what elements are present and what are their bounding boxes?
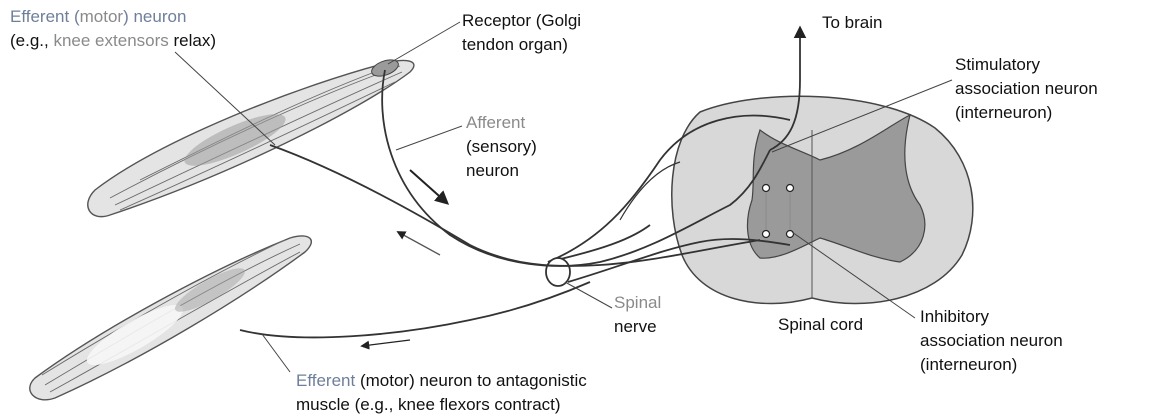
label-receptor-line2: tendon organ) xyxy=(462,35,568,54)
label-receptor-line1: Receptor (Golgi xyxy=(462,11,581,30)
label-to-brain: To brain xyxy=(822,13,882,32)
label-efferent-top-line2: (e.g., knee extensors relax) xyxy=(10,31,216,50)
upper-muscle xyxy=(88,57,414,217)
afferent-direction-arrow xyxy=(410,170,447,203)
label-efferent-bottom-line2: muscle (e.g., knee flexors contract) xyxy=(296,395,561,414)
efferent-neuron-bottom xyxy=(240,282,590,337)
efferent-direction-arrow-bottom xyxy=(362,340,410,346)
label-stimulatory-line2: association neuron xyxy=(955,79,1098,98)
label-spinal-nerve-line1: Spinal xyxy=(614,293,661,312)
label-stimulatory-line1: Stimulatory xyxy=(955,55,1041,74)
label-inhibitory-line3: (interneuron) xyxy=(920,355,1017,374)
label-afferent-line1: Afferent xyxy=(466,113,526,132)
label-stimulatory-line3: (interneuron) xyxy=(955,103,1052,122)
efferent-direction-arrow-top xyxy=(398,232,440,255)
label-efferent-bottom-line1: Efferent (motor) neuron to antagonistic xyxy=(296,371,587,390)
label-inhibitory-line1: Inhibitory xyxy=(920,307,989,326)
interneuron-4 xyxy=(787,231,794,238)
label-inhibitory-line2: association neuron xyxy=(920,331,1063,350)
interneuron-3 xyxy=(763,231,770,238)
lower-muscle xyxy=(30,236,312,400)
interneuron-2 xyxy=(787,185,794,192)
label-efferent-top-line1: Efferent (motor) neuron xyxy=(10,7,186,26)
label-spinal-cord: Spinal cord xyxy=(778,315,863,334)
label-spinal-nerve-line2: nerve xyxy=(614,317,657,336)
spinal-cord xyxy=(672,96,973,303)
interneuron-1 xyxy=(763,185,770,192)
label-afferent-line2: (sensory) xyxy=(466,137,537,156)
label-afferent-line3: neuron xyxy=(466,161,519,180)
spinal-nerve-cut-end xyxy=(546,258,570,286)
